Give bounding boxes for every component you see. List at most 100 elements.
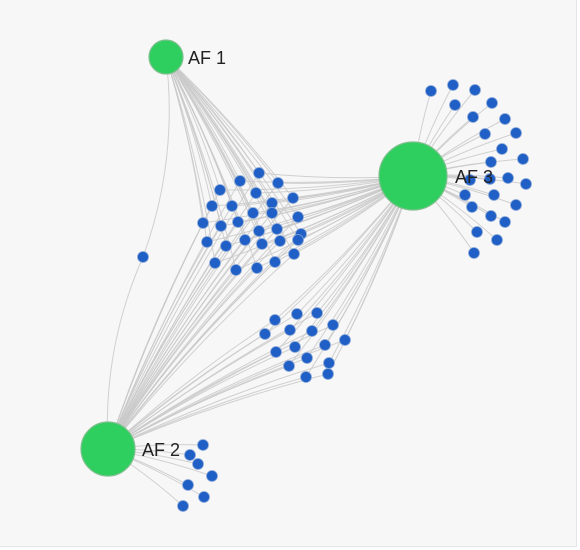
edge-af1-af3-shared-15-af2 bbox=[107, 230, 260, 450]
leaf-node-af2-private-2[interactable] bbox=[206, 470, 218, 482]
leaf-node-af2-af3-shared-14[interactable] bbox=[300, 371, 312, 383]
leaf-node-af3-private-1[interactable] bbox=[447, 79, 459, 91]
leaf-node-af2-private-1[interactable] bbox=[192, 458, 204, 470]
leaf-node-af1-af3-shared-9[interactable] bbox=[247, 207, 259, 219]
leaf-node-af2-af3-shared-8[interactable] bbox=[289, 341, 301, 353]
leaf-node-af1-af3-shared-25[interactable] bbox=[230, 264, 242, 276]
leaf-node-af3-private-21[interactable] bbox=[468, 247, 480, 259]
leaf-node-af2-af3-shared-10[interactable] bbox=[339, 334, 351, 346]
leaf-node-af1-af3-shared-18[interactable] bbox=[201, 236, 213, 248]
leaf-node-af3-private-14[interactable] bbox=[520, 178, 532, 190]
edge-af1-af3-shared-24-af1 bbox=[165, 56, 216, 264]
leaf-node-af1-af3-shared-0[interactable] bbox=[253, 167, 265, 179]
leaf-node-af2-private-5[interactable] bbox=[177, 500, 189, 512]
leaf-node-af2-af3-shared-15[interactable] bbox=[322, 368, 334, 380]
leaf-node-af1-af3-shared-15[interactable] bbox=[253, 225, 265, 237]
hub-node-af3[interactable] bbox=[378, 141, 448, 211]
leaf-node-af1-af3-shared-16[interactable] bbox=[271, 223, 283, 235]
leaf-node-af1-af3-shared-7[interactable] bbox=[206, 200, 218, 212]
leaf-node-af3-private-19[interactable] bbox=[471, 226, 483, 238]
leaf-node-af1-af3-shared-4[interactable] bbox=[250, 187, 262, 199]
leaf-node-af3-private-7[interactable] bbox=[479, 128, 491, 140]
edge-af1-af3-shared-17-af1 bbox=[165, 56, 302, 235]
leaf-node-af3-private-23[interactable] bbox=[459, 189, 471, 201]
leaf-node-af2-af3-shared-1[interactable] bbox=[291, 308, 303, 320]
leaf-node-af3-private-5[interactable] bbox=[467, 111, 479, 123]
leaf-node-af2-private-0[interactable] bbox=[197, 439, 209, 451]
leaf-node-af3-private-0[interactable] bbox=[425, 85, 437, 97]
leaf-node-af1-af3-shared-13[interactable] bbox=[215, 220, 227, 232]
leaf-node-af1-af2-bridge-0[interactable] bbox=[137, 251, 149, 263]
leaf-node-af3-private-16[interactable] bbox=[510, 199, 522, 211]
edge-af1-af3-shared-27-af2 bbox=[107, 261, 276, 450]
edge-af1-af3-shared-12-af2 bbox=[107, 222, 204, 450]
leaf-node-af3-private-2[interactable] bbox=[469, 84, 481, 96]
edge-af1-af3-shared-23-af1 bbox=[165, 56, 299, 241]
leaf-node-af1-af3-shared-10[interactable] bbox=[266, 207, 278, 219]
edges-layer bbox=[106, 56, 527, 507]
hub-nodes-layer: AF 1 AF 2 AF 3 bbox=[80, 39, 493, 477]
leaf-node-af3-private-11[interactable] bbox=[517, 153, 529, 165]
leaf-node-af1-af3-shared-21[interactable] bbox=[256, 238, 268, 250]
leaf-node-af2-af3-shared-6[interactable] bbox=[306, 325, 318, 337]
leaf-node-af3-private-22[interactable] bbox=[466, 201, 478, 213]
leaf-node-af1-af3-shared-19[interactable] bbox=[220, 240, 232, 252]
leaf-node-af3-private-12[interactable] bbox=[502, 172, 514, 184]
leaf-node-af3-private-18[interactable] bbox=[485, 210, 497, 222]
leaf-node-af3-private-9[interactable] bbox=[496, 143, 508, 155]
leaf-node-af3-private-17[interactable] bbox=[499, 216, 511, 228]
leaf-node-af2-af3-shared-2[interactable] bbox=[311, 307, 323, 319]
leaf-node-af3-private-4[interactable] bbox=[486, 97, 498, 109]
hub-label-af2: AF 2 bbox=[142, 440, 180, 460]
leaf-node-af2-af3-shared-11[interactable] bbox=[301, 352, 313, 364]
leaf-node-af1-af3-shared-8[interactable] bbox=[226, 200, 238, 212]
edge-af2-af3-shared-15-af2 bbox=[107, 373, 329, 450]
edge-af1-af3-shared-27-af1 bbox=[165, 56, 276, 263]
leaf-node-af2-af3-shared-9[interactable] bbox=[319, 339, 331, 351]
leaf-node-af1-af3-shared-26[interactable] bbox=[251, 262, 263, 274]
leaf-node-af2-private-4[interactable] bbox=[198, 491, 210, 503]
leaf-node-af3-private-20[interactable] bbox=[491, 234, 503, 246]
leaf-node-af1-af3-shared-3[interactable] bbox=[234, 175, 246, 187]
leaf-node-af1-af3-shared-5[interactable] bbox=[266, 197, 278, 209]
edge-af1-af3-shared-11-af1 bbox=[165, 56, 299, 218]
leaf-node-af2-af3-shared-12[interactable] bbox=[323, 357, 335, 369]
leaf-node-af3-private-13[interactable] bbox=[484, 173, 496, 185]
hub-node-af2[interactable] bbox=[80, 421, 136, 477]
leaf-node-af1-af3-shared-23[interactable] bbox=[292, 234, 304, 246]
edge-af1-af3-shared-26-af2 bbox=[107, 267, 258, 450]
leaf-node-af2-private-6[interactable] bbox=[184, 449, 196, 461]
leaf-node-af2-af3-shared-13[interactable] bbox=[283, 360, 295, 372]
leaf-node-af3-private-3[interactable] bbox=[449, 99, 461, 111]
leaf-node-af1-af3-shared-6[interactable] bbox=[287, 192, 299, 204]
leaf-node-af1-af3-shared-1[interactable] bbox=[272, 177, 284, 189]
leaf-node-af2-af3-shared-0[interactable] bbox=[269, 314, 281, 326]
leaf-node-af2-af3-shared-5[interactable] bbox=[284, 324, 296, 336]
leaf-node-af2-af3-shared-4[interactable] bbox=[259, 328, 271, 340]
leaf-node-af3-private-10[interactable] bbox=[485, 156, 497, 168]
leaf-node-af3-private-6[interactable] bbox=[499, 113, 511, 125]
leaf-node-af2-af3-shared-7[interactable] bbox=[270, 346, 282, 358]
hub-label-af3: AF 3 bbox=[455, 167, 493, 187]
edge-af1-af3-shared-20-af2 bbox=[107, 239, 246, 450]
leaf-node-af1-af3-shared-11[interactable] bbox=[292, 211, 304, 223]
edge-af2-af3-shared-12-af2 bbox=[107, 362, 330, 450]
hub-node-af1[interactable] bbox=[148, 39, 184, 75]
leaf-node-af1-af3-shared-24[interactable] bbox=[209, 257, 221, 269]
leaf-node-af1-af3-shared-28[interactable] bbox=[288, 248, 300, 260]
leaf-node-af2-private-3[interactable] bbox=[182, 479, 194, 491]
leaf-node-af1-af3-shared-12[interactable] bbox=[197, 217, 209, 229]
edge-af1-af3-shared-9-af2 bbox=[107, 212, 254, 450]
leaf-node-af1-af3-shared-14[interactable] bbox=[232, 216, 244, 228]
edge-af1-af3-shared-22-af1 bbox=[165, 56, 281, 242]
leaf-node-af3-private-8[interactable] bbox=[510, 127, 522, 139]
leaf-node-af3-private-15[interactable] bbox=[488, 189, 500, 201]
leaf-node-af2-af3-shared-3[interactable] bbox=[327, 319, 339, 331]
leaf-node-af3-private-24[interactable] bbox=[464, 174, 476, 186]
leaf-node-af1-af3-shared-20[interactable] bbox=[239, 234, 251, 246]
leaf-node-af1-af3-shared-27[interactable] bbox=[269, 256, 281, 268]
leaf-node-af1-af3-shared-2[interactable] bbox=[214, 184, 226, 196]
leaf-node-af1-af3-shared-22[interactable] bbox=[274, 235, 286, 247]
edge-af1-af2-bridge-0-af1 bbox=[142, 56, 170, 258]
